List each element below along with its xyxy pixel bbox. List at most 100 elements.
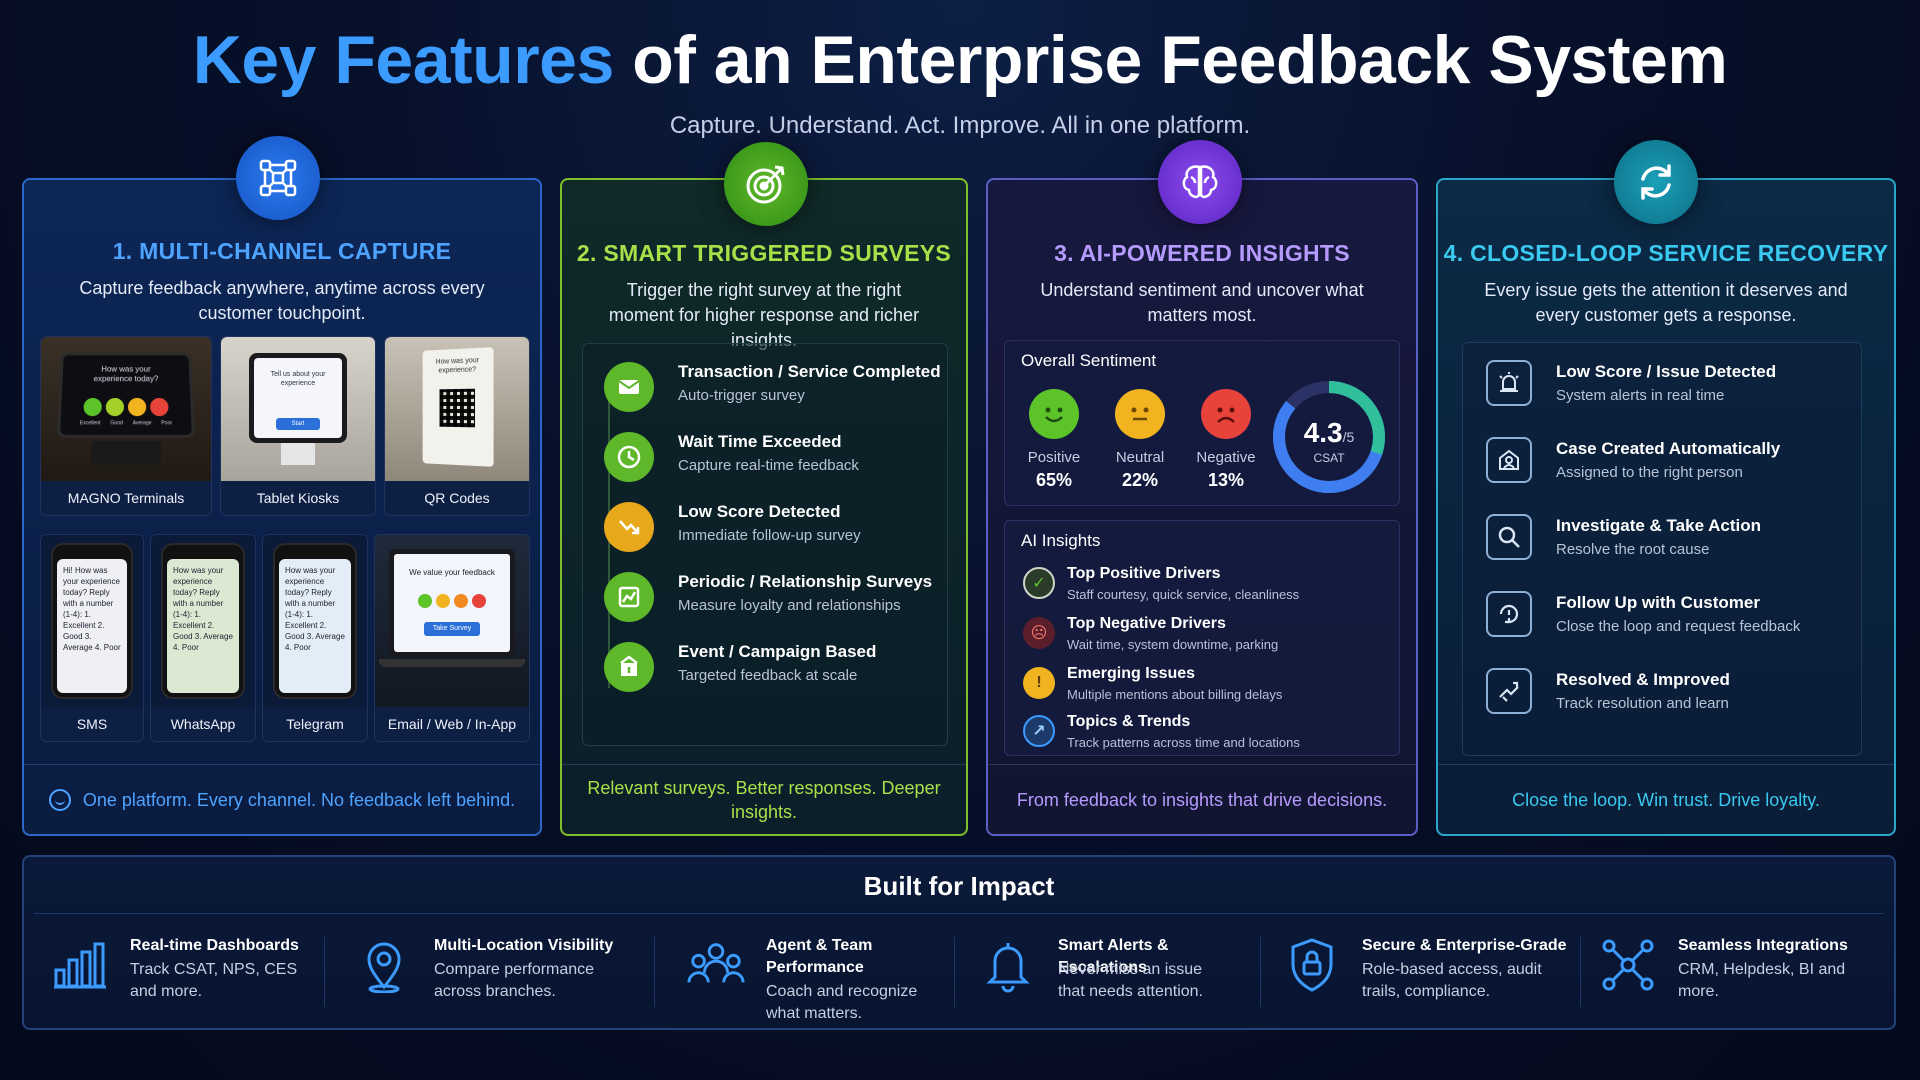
built-for-impact-panel: Built for Impact Real-time Dashboards Tr… bbox=[22, 855, 1896, 1030]
handshake-icon bbox=[1486, 668, 1532, 714]
card-title: 4. CLOSED-LOOP SERVICE RECOVERY bbox=[1443, 240, 1889, 266]
channel-tile-sms[interactable]: Hi! How was your experience today? Reply… bbox=[40, 534, 144, 742]
csat-ring bbox=[1273, 381, 1385, 493]
trigger-step[interactable]: Transaction / Service Completed Auto-tri… bbox=[604, 358, 941, 418]
alert-icon: ! bbox=[1023, 667, 1055, 699]
clock-icon bbox=[604, 432, 654, 482]
take-survey-button[interactable]: Take Survey bbox=[424, 622, 480, 636]
qr-code-icon bbox=[439, 388, 476, 428]
csat-scale: /5 bbox=[1342, 429, 1355, 445]
phone-mockup: How was your experience today? Reply wit… bbox=[273, 543, 357, 699]
impact-feature[interactable]: Real-time Dashboards Track CSAT, NPS, CE… bbox=[50, 935, 330, 1025]
insight-item[interactable]: ! Emerging Issues Multiple mentions abou… bbox=[1023, 663, 1393, 709]
insight-item[interactable]: ☹ Top Negative Drivers Wait time, system… bbox=[1023, 613, 1393, 659]
face-excellent-icon bbox=[418, 594, 432, 608]
ai-insights-panel: AI Insights ✓ Top Positive Drivers Staff… bbox=[1004, 520, 1400, 756]
bell-icon bbox=[978, 935, 1038, 995]
impact-feature[interactable]: Multi-Location Visibility Compare perfor… bbox=[354, 935, 654, 1025]
recovery-step[interactable]: Resolved & Improved Track resolution and… bbox=[1486, 666, 1846, 722]
face-average-icon bbox=[128, 397, 147, 417]
impact-feature[interactable]: Secure & Enterprise-Grade Role-based acc… bbox=[1282, 935, 1582, 1025]
channel-tile-tablet-kiosks[interactable]: Tell us about your experience Start Tabl… bbox=[220, 336, 376, 516]
chart-icon bbox=[604, 572, 654, 622]
step-title: Wait Time Exceeded bbox=[678, 432, 842, 451]
insight-item[interactable]: ✓ Top Positive Drivers Staff courtesy, q… bbox=[1023, 563, 1393, 609]
feature-subtitle: CRM, Helpdesk, BI and more. bbox=[1678, 961, 1846, 1000]
feature-subtitle: Coach and recognize what matters. bbox=[766, 983, 918, 1022]
tile-label: MAGNO Terminals bbox=[41, 481, 211, 515]
check-icon: ✓ bbox=[1023, 567, 1055, 599]
sentiment-value: 22% bbox=[1121, 470, 1159, 490]
step-title: Investigate & Take Action bbox=[1556, 516, 1761, 535]
sentiment-value: 65% bbox=[1035, 470, 1073, 490]
card-title: 3. AI-POWERED INSIGHTS bbox=[1054, 240, 1350, 266]
step-subtitle: Auto-trigger survey bbox=[678, 387, 805, 404]
impact-feature[interactable]: Smart Alerts & Escalations Never miss an… bbox=[978, 935, 1258, 1025]
channel-tile-whatsapp[interactable]: How was your experience today? Reply wit… bbox=[150, 534, 256, 742]
card-footer: From feedback to insights that drive dec… bbox=[988, 764, 1416, 834]
phone-mockup: How was your experience today? Reply wit… bbox=[161, 543, 245, 699]
recovery-steps-panel bbox=[1462, 342, 1862, 756]
ai-insights-title: AI Insights bbox=[1021, 531, 1101, 550]
feature-title: Smart Alerts & Escalations bbox=[1058, 937, 1169, 976]
insight-item[interactable]: ↗ Topics & Trends Track patterns across … bbox=[1023, 711, 1393, 757]
refresh-icon bbox=[1614, 140, 1698, 224]
location-pin-icon bbox=[354, 935, 414, 995]
step-subtitle: Close the loop and request feedback bbox=[1556, 618, 1801, 635]
sentiment-negative: Negative 13% bbox=[1191, 389, 1261, 491]
step-title: Low Score / Issue Detected bbox=[1556, 362, 1777, 381]
card-multi-channel-capture: 1. MULTI-CHANNEL CAPTURE Capture feedbac… bbox=[22, 136, 542, 836]
insight-subtitle: Wait time, system downtime, parking bbox=[1067, 637, 1279, 652]
impact-title: Built for Impact bbox=[863, 871, 1055, 901]
case-icon bbox=[1486, 437, 1532, 483]
telegram-screen-text: How was your experience today? Reply wit… bbox=[279, 559, 351, 693]
tile-label: SMS bbox=[41, 707, 143, 741]
card-footer: Close the loop. Win trust. Drive loyalty… bbox=[1438, 764, 1894, 834]
channel-tile-magno-terminals[interactable]: How was your experience today? Excellent… bbox=[40, 336, 212, 516]
terminal-screen-text: How was your experience today? bbox=[93, 364, 159, 384]
trend-down-icon bbox=[604, 502, 654, 552]
feature-divider bbox=[1260, 937, 1261, 1007]
trigger-step[interactable]: Periodic / Relationship Surveys Measure … bbox=[604, 568, 934, 628]
page-header: Key Features of an Enterprise Feedback S… bbox=[0, 18, 1920, 140]
alarm-icon bbox=[1486, 360, 1532, 406]
insight-title: Top Negative Drivers bbox=[1067, 615, 1226, 632]
feature-title: Real-time Dashboards bbox=[130, 937, 299, 954]
face-good-icon bbox=[436, 594, 450, 608]
insight-subtitle: Track patterns across time and locations bbox=[1067, 735, 1300, 750]
impact-feature[interactable]: Agent & Team Performance Coach and recog… bbox=[686, 935, 956, 1025]
csat-label: CSAT bbox=[1313, 451, 1345, 465]
sad-icon: ☹ bbox=[1023, 617, 1055, 649]
recovery-step[interactable]: Low Score / Issue Detected System alerts… bbox=[1486, 358, 1846, 414]
trigger-step[interactable]: Low Score Detected Immediate follow-up s… bbox=[604, 498, 934, 558]
step-title: Transaction / Service Completed bbox=[678, 362, 941, 381]
email-screen-text: We value your feedback bbox=[409, 568, 495, 577]
channel-tile-email-web-in-app[interactable]: We value your feedback Take Survey Email… bbox=[374, 534, 530, 742]
face-label: Excellent bbox=[79, 420, 101, 427]
recovery-step[interactable]: Case Created Automatically Assigned to t… bbox=[1486, 435, 1846, 491]
impact-feature[interactable]: Seamless Integrations CRM, Helpdesk, BI … bbox=[1598, 935, 1878, 1025]
team-icon bbox=[686, 935, 746, 995]
channel-tile-qr-codes[interactable]: How was your experience? QR Codes bbox=[384, 336, 530, 516]
feature-subtitle: Compare performance across branches. bbox=[434, 961, 595, 1000]
tile-label: Telegram bbox=[263, 707, 367, 741]
face-label: Average bbox=[132, 420, 152, 427]
recovery-step[interactable]: Follow Up with Customer Close the loop a… bbox=[1486, 589, 1846, 645]
qr-screen-text: How was your experience? bbox=[435, 357, 480, 375]
trigger-step[interactable]: Event / Campaign Based Targeted feedback… bbox=[604, 638, 934, 698]
sentiment-value: 13% bbox=[1207, 470, 1245, 490]
magnifier-icon bbox=[1486, 514, 1532, 560]
face-excellent-icon bbox=[83, 397, 102, 417]
loop-icon bbox=[1486, 591, 1532, 637]
trigger-step[interactable]: Wait Time Exceeded Capture real-time fee… bbox=[604, 428, 934, 488]
sentiment-label: Negative bbox=[1196, 449, 1256, 466]
step-title: Resolved & Improved bbox=[1556, 670, 1730, 689]
channel-tile-telegram[interactable]: How was your experience today? Reply wit… bbox=[262, 534, 368, 742]
flag-icon bbox=[604, 642, 654, 692]
page-subtitle: Capture. Understand. Act. Improve. All i… bbox=[669, 112, 1251, 139]
feature-divider bbox=[324, 937, 325, 1007]
shield-lock-icon bbox=[1282, 935, 1342, 995]
kiosk-start-button[interactable]: Start bbox=[276, 418, 320, 430]
sentiment-positive: Positive 65% bbox=[1019, 389, 1089, 491]
recovery-step[interactable]: Investigate & Take Action Resolve the ro… bbox=[1486, 512, 1846, 568]
